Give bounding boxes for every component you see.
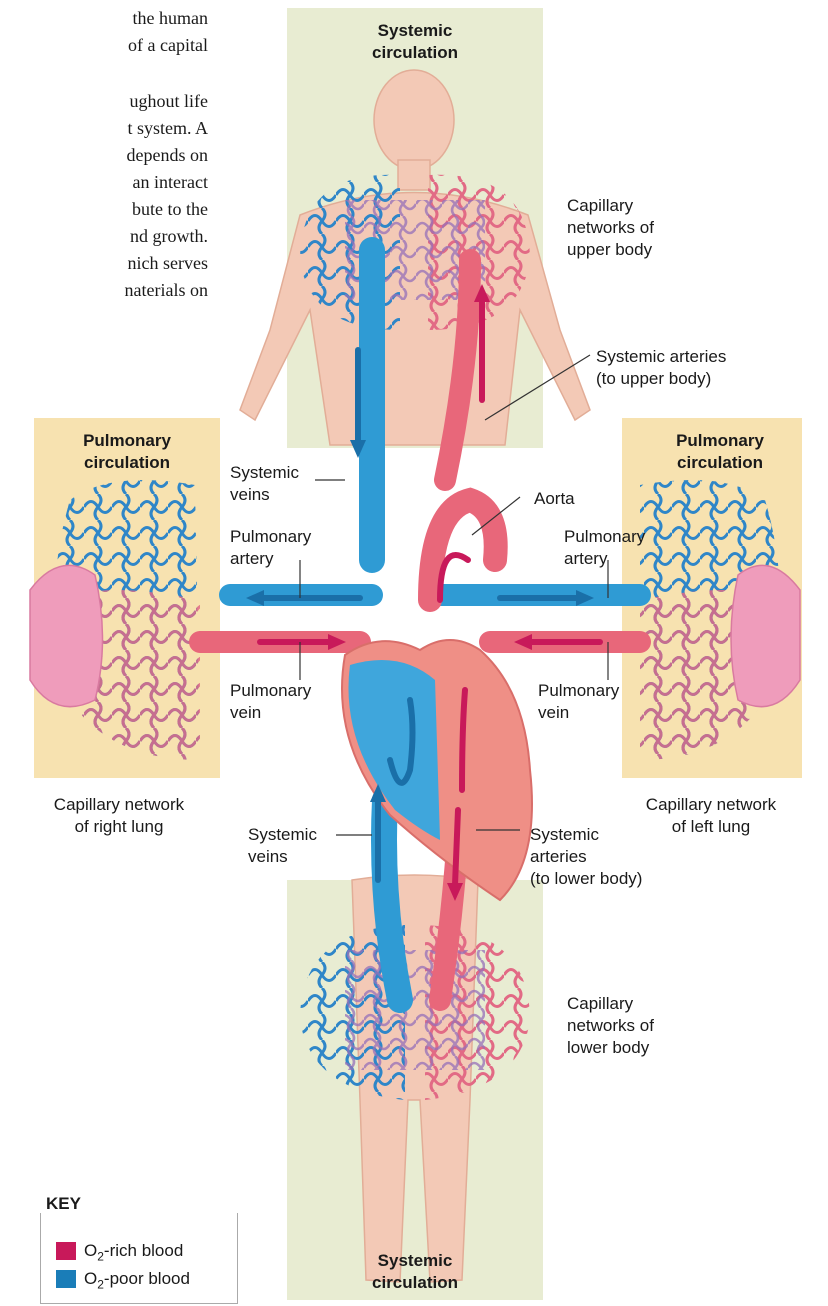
label-line: Systemic bbox=[230, 462, 299, 484]
title-line: Systemic bbox=[345, 20, 485, 42]
key-subscript: 2 bbox=[97, 1277, 104, 1291]
label-line: networks of bbox=[567, 217, 654, 239]
title-line: circulation bbox=[345, 42, 485, 64]
label-capillary-right-lung: Capillary network of right lung bbox=[44, 794, 194, 838]
label-line: Systemic bbox=[248, 824, 317, 846]
label-line: arteries bbox=[530, 846, 642, 868]
systemic-title-top: Systemic circulation bbox=[345, 20, 485, 64]
label-line: of left lung bbox=[636, 816, 786, 838]
title-line: Pulmonary bbox=[57, 430, 197, 452]
label-line: Capillary bbox=[567, 195, 654, 217]
key-o-text: O bbox=[84, 1241, 97, 1260]
key-poor-text: -poor blood bbox=[104, 1269, 190, 1288]
label-capillary-left-lung: Capillary network of left lung bbox=[636, 794, 786, 838]
label-line: veins bbox=[248, 846, 317, 868]
key-o-text: O bbox=[84, 1269, 97, 1288]
body-text-line: nich serves bbox=[128, 250, 208, 277]
label-line: vein bbox=[230, 702, 311, 724]
pulmonary-title-right: Pulmonary circulation bbox=[650, 430, 790, 474]
body-text-line: the human bbox=[133, 5, 208, 32]
key-rich-text: -rich blood bbox=[104, 1241, 183, 1260]
label-line: Systemic arteries bbox=[596, 346, 726, 368]
label-line: artery bbox=[230, 548, 311, 570]
key-swatch-rich bbox=[56, 1242, 76, 1260]
title-line: circulation bbox=[650, 452, 790, 474]
body-text-line: depends on bbox=[127, 142, 208, 169]
label-systemic-arteries-lower: Systemic arteries (to lower body) bbox=[530, 824, 642, 890]
body-text-line: bute to the bbox=[132, 196, 208, 223]
label-capillary-upper: Capillary networks of upper body bbox=[567, 195, 654, 261]
label-line: (to upper body) bbox=[596, 368, 726, 390]
label-line: networks of bbox=[567, 1015, 654, 1037]
label-systemic-veins-upper: Systemic veins bbox=[230, 462, 299, 506]
label-aorta: Aorta bbox=[534, 488, 575, 510]
label-pulmonary-vein-right: Pulmonary vein bbox=[538, 680, 619, 724]
title-line: Pulmonary bbox=[650, 430, 790, 452]
label-line: of right lung bbox=[44, 816, 194, 838]
systemic-title-bottom: Systemic circulation bbox=[345, 1250, 485, 1294]
key-label-poor: O2-poor blood bbox=[84, 1268, 190, 1295]
label-line: Pulmonary bbox=[230, 526, 311, 548]
label-line: artery bbox=[564, 548, 645, 570]
title-line: Systemic bbox=[345, 1250, 485, 1272]
label-systemic-arteries-upper: Systemic arteries (to upper body) bbox=[596, 346, 726, 390]
body-text-line: t system. A bbox=[127, 115, 208, 142]
label-line: Pulmonary bbox=[564, 526, 645, 548]
label-line: Systemic bbox=[530, 824, 642, 846]
pulmonary-title-left: Pulmonary circulation bbox=[57, 430, 197, 474]
label-line: Pulmonary bbox=[230, 680, 311, 702]
body-text-line: of a capital bbox=[128, 32, 208, 59]
label-line: veins bbox=[230, 484, 299, 506]
label-pulmonary-artery-left: Pulmonary artery bbox=[230, 526, 311, 570]
body-text-line: ughout life bbox=[130, 88, 209, 115]
label-line: upper body bbox=[567, 239, 654, 261]
label-systemic-veins-lower: Systemic veins bbox=[248, 824, 317, 868]
body-text-line: nd growth. bbox=[130, 223, 208, 250]
key-label-rich: O2-rich blood bbox=[84, 1240, 183, 1267]
label-line: Capillary bbox=[567, 993, 654, 1015]
key-swatch-poor bbox=[56, 1270, 76, 1288]
title-line: circulation bbox=[57, 452, 197, 474]
label-line: Capillary network bbox=[636, 794, 786, 816]
label-line: Pulmonary bbox=[538, 680, 619, 702]
label-capillary-lower: Capillary networks of lower body bbox=[567, 993, 654, 1059]
label-line: Capillary network bbox=[44, 794, 194, 816]
heart bbox=[342, 640, 532, 900]
key-title: KEY bbox=[46, 1193, 81, 1215]
body-text-line: an interact bbox=[133, 169, 208, 196]
title-line: circulation bbox=[345, 1272, 485, 1294]
label-pulmonary-vein-left: Pulmonary vein bbox=[230, 680, 311, 724]
label-pulmonary-artery-right: Pulmonary artery bbox=[564, 526, 645, 570]
key-subscript: 2 bbox=[97, 1249, 104, 1263]
body-text-line: naterials on bbox=[125, 277, 208, 304]
label-line: lower body bbox=[567, 1037, 654, 1059]
label-line: (to lower body) bbox=[530, 868, 642, 890]
label-line: vein bbox=[538, 702, 619, 724]
